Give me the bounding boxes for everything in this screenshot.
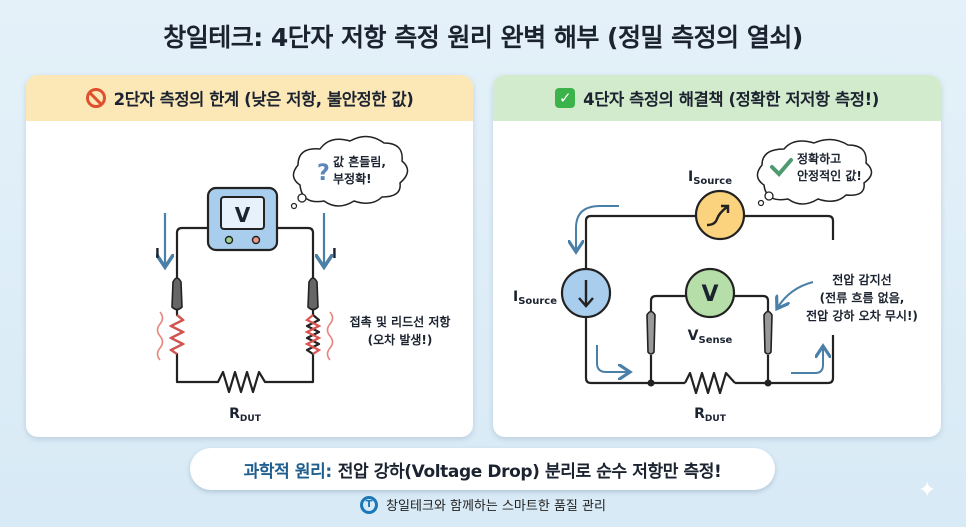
two-terminal-header-text: 2단자 측정의 한계 (낮은 저항, 불안정한 값) bbox=[113, 90, 414, 109]
check-icon: ✓ bbox=[555, 88, 576, 108]
two-terminal-panel: 2단자 측정의 한계 (낮은 저항, 불안정한 값) bbox=[26, 75, 473, 437]
sparkle-icon: ✦ bbox=[918, 478, 937, 503]
page-title: 창일테크: 4단자 저항 측정 원리 완벽 해부 (정밀 측정의 열쇠) bbox=[163, 23, 803, 52]
principle-text: 전압 강하(Voltage Drop) 분리로 순수 저항만 측정! bbox=[337, 461, 722, 482]
four-terminal-panel: ✓ 4단자 측정의 해결책 (정확한 저저항 측정!) bbox=[493, 75, 941, 437]
company-logo-icon: T bbox=[360, 495, 379, 514]
two-terminal-header: 2단자 측정의 한계 (낮은 저항, 불안정한 값) bbox=[26, 75, 473, 121]
footer-text: 창일테크와 함께하는 스마트한 품질 관리 bbox=[386, 499, 606, 514]
footer: T 창일테크와 함께하는 스마트한 품질 관리 bbox=[0, 495, 966, 514]
four-terminal-header: ✓ 4단자 측정의 해결책 (정확한 저저항 측정!) bbox=[493, 75, 941, 121]
principle-banner: 과학적 원리: 전압 강하(Voltage Drop) 분리로 순수 저항만 측… bbox=[190, 448, 775, 490]
prohibited-icon bbox=[85, 88, 106, 108]
four-terminal-header-text: 4단자 측정의 해결책 (정확한 저저항 측정!) bbox=[583, 90, 879, 109]
principle-label: 과학적 원리: bbox=[243, 461, 333, 482]
